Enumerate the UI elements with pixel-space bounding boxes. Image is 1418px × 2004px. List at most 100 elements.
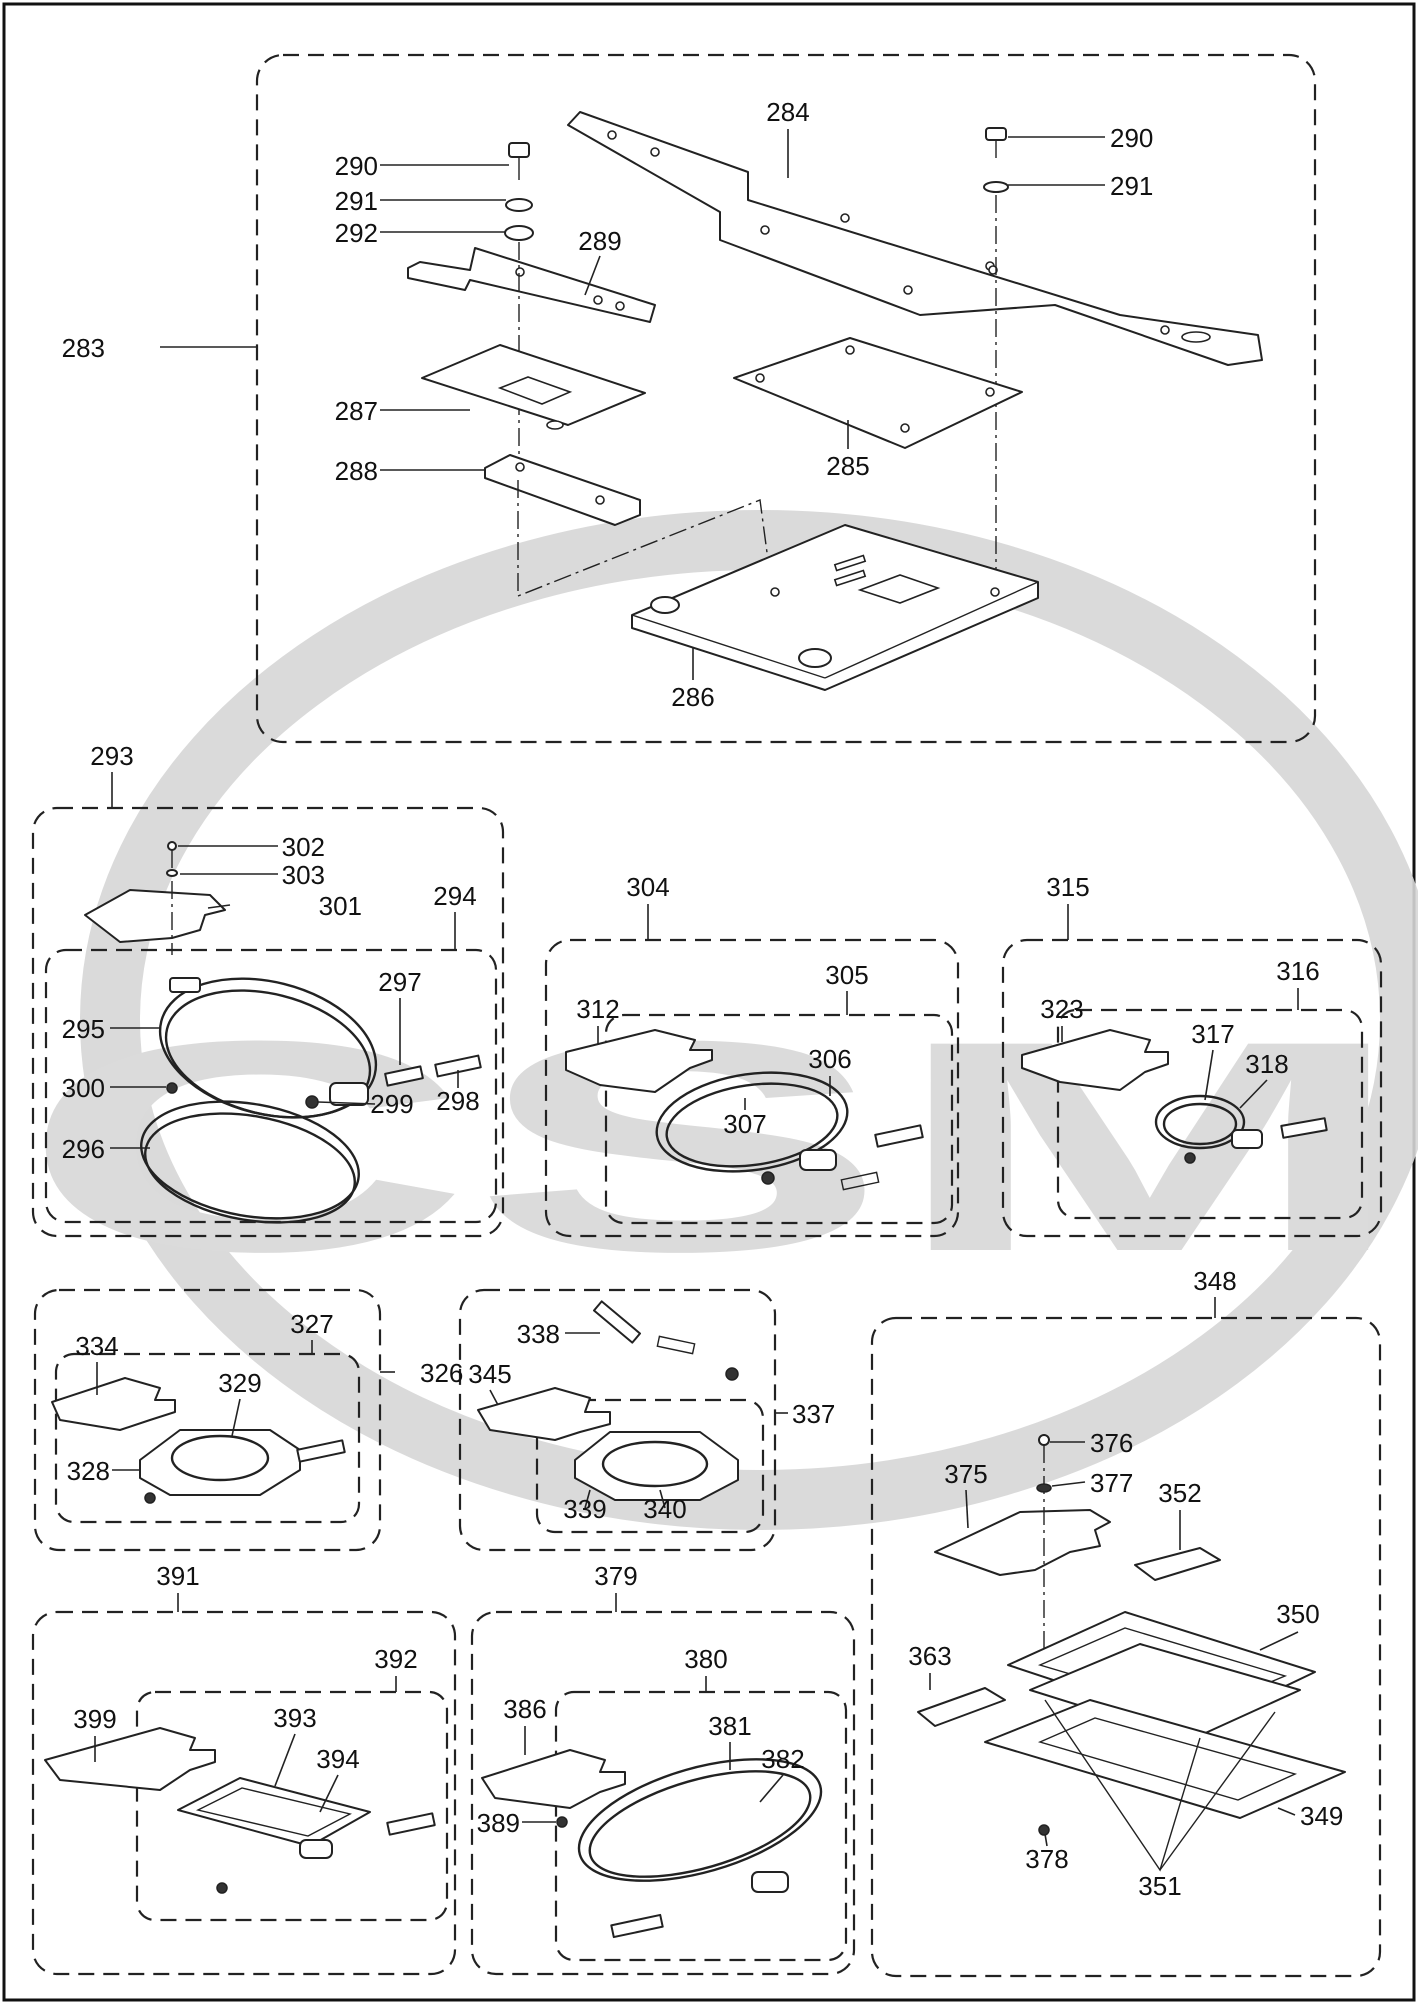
washer-291-left bbox=[505, 198, 533, 212]
part-label-291: 291 bbox=[1110, 171, 1153, 201]
part-399-plate bbox=[44, 1727, 216, 1791]
part-label-351: 351 bbox=[1138, 1871, 1181, 1901]
leader-line-393 bbox=[274, 1733, 296, 1787]
part-label-294: 294 bbox=[433, 881, 476, 911]
part-label-291: 291 bbox=[335, 186, 378, 216]
leader-line-317 bbox=[1204, 1049, 1214, 1101]
part-label-380: 380 bbox=[684, 1644, 727, 1674]
group-379-border bbox=[470, 1610, 856, 1976]
part-label-285: 285 bbox=[826, 451, 869, 481]
part-label-290: 290 bbox=[1110, 123, 1153, 153]
part-334-plate bbox=[51, 1377, 176, 1431]
part-394-inner-frame bbox=[195, 1787, 352, 1837]
group-316-border bbox=[1056, 1008, 1364, 1220]
part-label-300: 300 bbox=[62, 1073, 105, 1103]
part-345-plate bbox=[477, 1387, 611, 1441]
part-306-hoop bbox=[655, 1071, 849, 1173]
part-label-306: 306 bbox=[808, 1044, 851, 1074]
part-label-337: 337 bbox=[792, 1399, 835, 1429]
part-callouts: 2832842852862872882892902912922902912932… bbox=[62, 97, 1344, 1901]
part-label-352: 352 bbox=[1158, 1478, 1201, 1508]
part-label-375: 375 bbox=[944, 1459, 987, 1489]
part-label-304: 304 bbox=[626, 872, 669, 902]
part-label-394: 394 bbox=[316, 1744, 359, 1774]
part-label-339: 339 bbox=[563, 1494, 606, 1524]
group-305-border bbox=[604, 1013, 954, 1225]
part-300-nut bbox=[166, 1082, 178, 1094]
leader-line-378 bbox=[1044, 1833, 1048, 1847]
part-297-spring bbox=[384, 1065, 424, 1087]
group-304-border bbox=[544, 938, 960, 1238]
part-label-286: 286 bbox=[671, 682, 714, 712]
washer-291-right bbox=[983, 181, 1009, 193]
leader-line-329 bbox=[231, 1398, 241, 1437]
part-328-holder bbox=[139, 1429, 301, 1496]
group-337-border bbox=[458, 1288, 777, 1552]
part-label-298: 298 bbox=[436, 1086, 479, 1116]
watermark: CSM bbox=[20, 510, 1418, 1530]
part-label-378: 378 bbox=[1025, 1844, 1068, 1874]
part-323-plate bbox=[1021, 1029, 1169, 1091]
leader-line-289 bbox=[584, 255, 601, 296]
part-label-293: 293 bbox=[90, 741, 133, 771]
leader-line-299 bbox=[317, 1101, 376, 1105]
leader-line-382 bbox=[759, 1774, 784, 1803]
leader-line-350 bbox=[1259, 1631, 1299, 1651]
leader-line-349 bbox=[1277, 1807, 1296, 1816]
part-label-389: 389 bbox=[477, 1808, 520, 1838]
part-312-plate bbox=[565, 1029, 713, 1093]
part-label-377: 377 bbox=[1090, 1468, 1133, 1498]
leader-line-340 bbox=[659, 1489, 666, 1509]
part-288-bar bbox=[484, 454, 641, 526]
part-label-316: 316 bbox=[1276, 956, 1319, 986]
leader-lines bbox=[94, 129, 1299, 1847]
screw-290-right bbox=[985, 127, 1007, 158]
part-label-391: 391 bbox=[156, 1561, 199, 1591]
part-381-hoop bbox=[577, 1758, 823, 1882]
part-label-326: 326 bbox=[420, 1358, 463, 1388]
group-339-border bbox=[535, 1398, 765, 1534]
part-label-302: 302 bbox=[282, 832, 325, 862]
part-label-323: 323 bbox=[1040, 994, 1083, 1024]
part-label-312: 312 bbox=[576, 994, 619, 1024]
part-307-inner-hoop bbox=[665, 1082, 839, 1168]
part-label-399: 399 bbox=[73, 1704, 116, 1734]
part-label-363: 363 bbox=[908, 1641, 951, 1671]
part-375-plate bbox=[934, 1509, 1111, 1576]
part-label-288: 288 bbox=[335, 456, 378, 486]
screw-290-left bbox=[508, 142, 530, 180]
part-label-290: 290 bbox=[335, 151, 378, 181]
part-label-334: 334 bbox=[75, 1331, 118, 1361]
part-label-379: 379 bbox=[594, 1561, 637, 1591]
part-352-hinge bbox=[1134, 1547, 1221, 1581]
part-label-328: 328 bbox=[67, 1456, 110, 1486]
part-label-297: 297 bbox=[378, 967, 421, 997]
leader-line-318 bbox=[1239, 1079, 1268, 1109]
part-label-340: 340 bbox=[643, 1494, 686, 1524]
leader-line-377 bbox=[1051, 1481, 1086, 1487]
leader-line-394 bbox=[319, 1774, 339, 1813]
group-315-border bbox=[1001, 938, 1383, 1238]
part-label-292: 292 bbox=[335, 218, 378, 248]
part-label-295: 295 bbox=[62, 1014, 105, 1044]
leader-line-301 bbox=[207, 904, 231, 909]
leader-line-375 bbox=[965, 1489, 969, 1529]
leader-line-345 bbox=[489, 1389, 499, 1406]
part-label-338: 338 bbox=[517, 1319, 560, 1349]
part-label-299: 299 bbox=[370, 1089, 413, 1119]
part-label-329: 329 bbox=[218, 1368, 261, 1398]
part-317-hoop bbox=[1154, 1094, 1246, 1150]
part-label-345: 345 bbox=[468, 1359, 511, 1389]
part-label-382: 382 bbox=[761, 1744, 804, 1774]
part-label-284: 284 bbox=[766, 97, 809, 127]
group-391-border bbox=[31, 1610, 457, 1976]
part-382-inner-hoop bbox=[588, 1770, 812, 1878]
part-label-287: 287 bbox=[335, 396, 378, 426]
group-283-border bbox=[255, 53, 1317, 744]
part-label-301: 301 bbox=[319, 891, 362, 921]
group-327-border bbox=[54, 1352, 361, 1524]
part-label-283: 283 bbox=[62, 333, 105, 363]
part-298-screw bbox=[434, 1054, 482, 1078]
